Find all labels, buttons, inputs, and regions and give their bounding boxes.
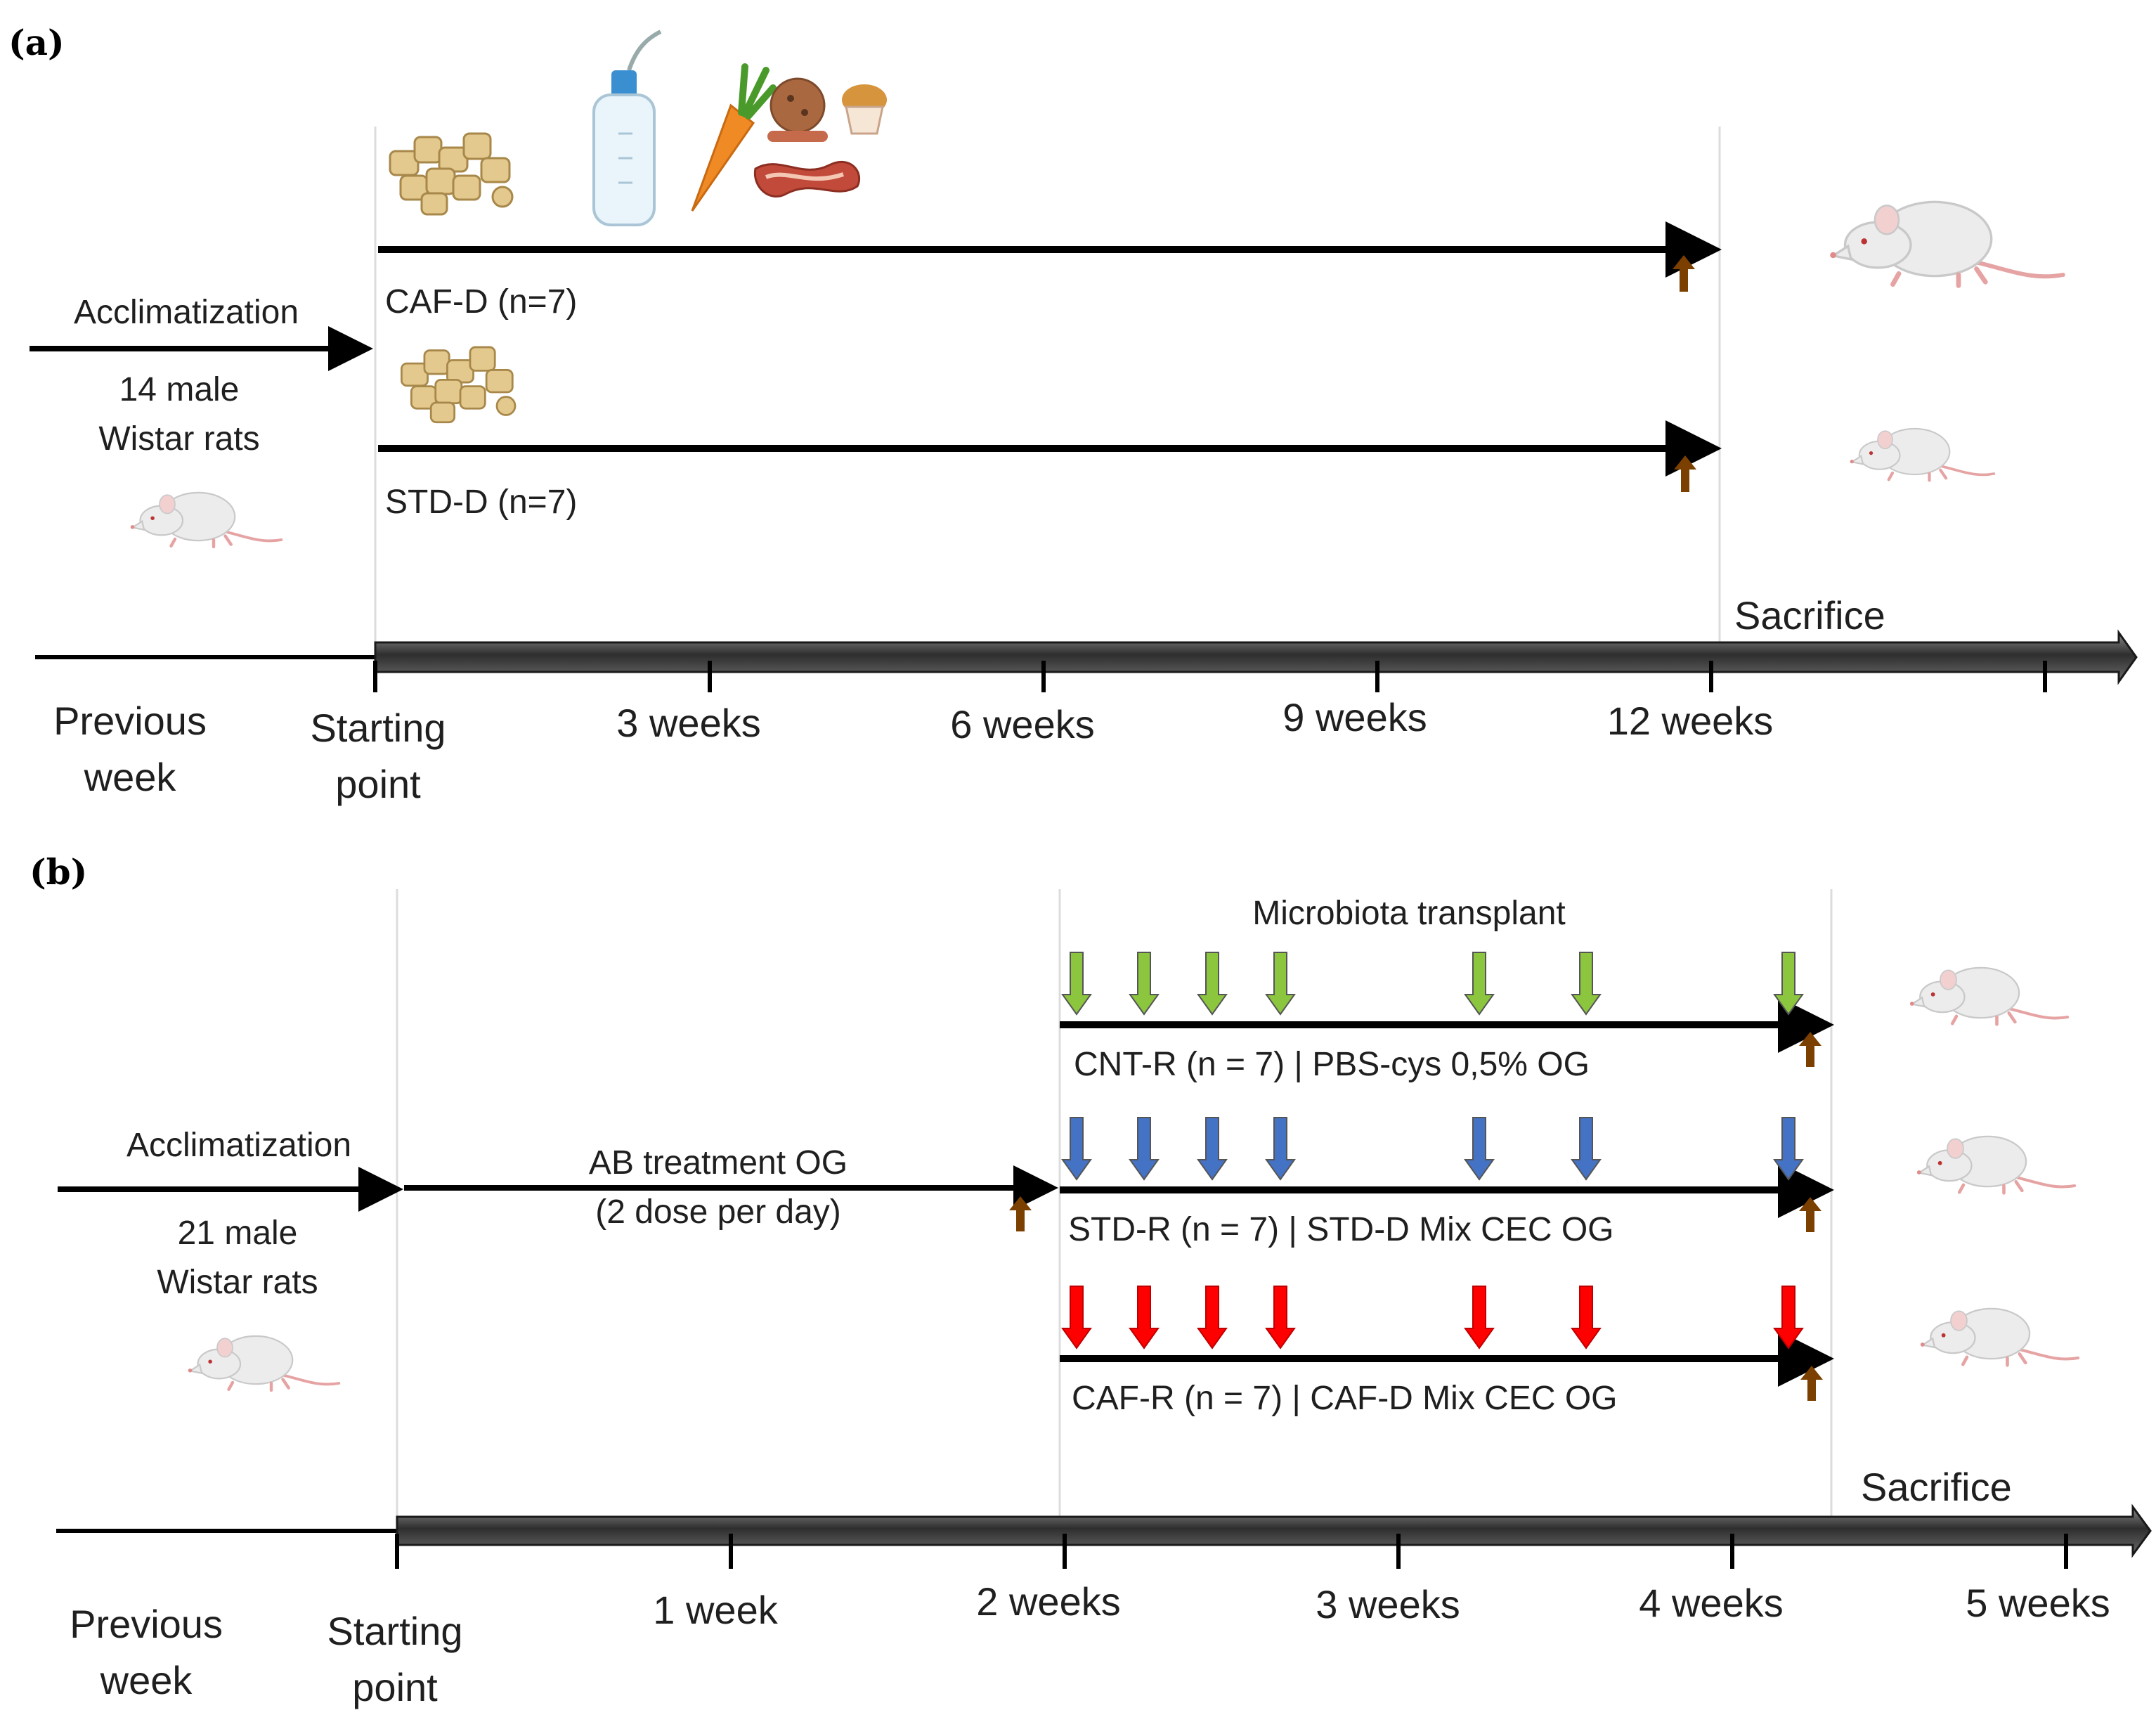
acclimatization-label: Acclimatization [126, 1127, 351, 1164]
tick-label: 5 weeks [1966, 1581, 2110, 1625]
tick-label: point [352, 1665, 438, 1709]
pellet-food-icon [389, 132, 514, 216]
rat-icon [131, 493, 282, 547]
brown-arrow-icon [1800, 1366, 1823, 1401]
rat-icon [1917, 1137, 2074, 1193]
tick-label: Previous [53, 699, 207, 743]
red-arrow-icon [1571, 1286, 1602, 1350]
ab-treatment-label: AB treatment OG [589, 1144, 848, 1182]
tick-label: 3 weeks [616, 701, 760, 745]
blue-arrow-icon [1197, 1117, 1228, 1181]
caf-r-label: CAF-R (n = 7) | CAF-D Mix CEC OG [1072, 1380, 1618, 1417]
rat-icon [188, 1336, 339, 1390]
green-arrow-icon [1265, 952, 1296, 1016]
brown-arrow-icon [1009, 1196, 1032, 1231]
animals-strain-label: Wistar rats [98, 420, 259, 458]
sacrifice-label: Sacrifice [1861, 1465, 2012, 1509]
tick-label: 9 weeks [1282, 695, 1427, 739]
carrot-icon [691, 63, 777, 212]
tick-label: Starting [327, 1609, 463, 1653]
blue-arrow-icon [1061, 1117, 1092, 1181]
animals-count-label: 14 male [119, 371, 240, 408]
muffin-icon [842, 84, 887, 135]
red-arrow-icon [1129, 1286, 1160, 1350]
red-arrow-icon [1197, 1286, 1228, 1350]
blue-arrow-icon [1129, 1117, 1160, 1181]
rat-icon [1910, 968, 2067, 1025]
brown-arrow-icon [1674, 455, 1696, 492]
green-arrow-icon [1129, 952, 1160, 1016]
cnt-r-label: CNT-R (n = 7) | PBS-cys 0,5% OG [1074, 1046, 1590, 1083]
blue-arrow-icon [1571, 1117, 1602, 1181]
green-arrow-icon [1061, 952, 1092, 1016]
acclimatization-label: Acclimatization [74, 294, 299, 331]
animals-strain-label: Wistar rats [157, 1264, 318, 1301]
red-arrow-icon [1773, 1286, 1804, 1350]
blue-arrow-icon [1464, 1117, 1495, 1181]
brown-arrow-icon [1799, 1032, 1821, 1067]
tick-label: Previous [70, 1602, 223, 1646]
tick-label: Starting [311, 706, 446, 750]
ab-dose-label: (2 dose per day) [595, 1193, 841, 1231]
rat-icon [1850, 429, 1994, 481]
bacon-icon [753, 160, 861, 198]
timeline-arrow [374, 629, 2138, 685]
pellet-food-icon [401, 346, 517, 424]
tick-label: 4 weeks [1639, 1581, 1783, 1625]
tick-label: 12 weeks [1607, 699, 1774, 743]
tick-label: 3 weeks [1316, 1582, 1460, 1626]
panel-b-label: (b) [30, 851, 87, 893]
blue-arrow-icon [1265, 1117, 1296, 1181]
water-bottle-icon [592, 30, 662, 226]
timeline-arrow [396, 1503, 2152, 1558]
green-arrow-icon [1571, 952, 1602, 1016]
red-arrow-icon [1061, 1286, 1092, 1350]
transplant-label: Microbiota transplant [1252, 895, 1566, 932]
tick-label: week [84, 755, 177, 799]
std-r-label: STD-R (n = 7) | STD-D Mix CEC OG [1068, 1211, 1614, 1248]
brown-arrow-icon [1673, 255, 1695, 292]
tick-label: week [100, 1658, 193, 1702]
caf-d-label: CAF-D (n=7) [385, 283, 577, 321]
tick-label: 1 week [653, 1588, 778, 1632]
green-arrow-icon [1197, 952, 1228, 1016]
sacrifice-label: Sacrifice [1734, 593, 1885, 638]
tick-label: point [335, 762, 421, 806]
timeline-ticks [373, 661, 2047, 692]
dose-arrows [1061, 952, 1804, 1350]
cookie-icon [767, 77, 828, 142]
green-arrow-icon [1773, 952, 1804, 1016]
animals-count-label: 21 male [178, 1215, 298, 1252]
tick-label: 2 weeks [976, 1579, 1120, 1624]
tick-label: 6 weeks [950, 702, 1094, 746]
red-arrow-icon [1265, 1286, 1296, 1350]
rat-icon [1830, 202, 2063, 285]
green-arrow-icon [1464, 952, 1495, 1016]
rat-icon [1921, 1309, 2078, 1366]
brown-arrow-icon [1799, 1197, 1821, 1232]
timeline-ticks [395, 1534, 2068, 1569]
std-d-label: STD-D (n=7) [385, 484, 577, 521]
red-arrow-icon [1464, 1286, 1495, 1350]
panel-a-label: (a) [8, 22, 65, 63]
blue-arrow-icon [1773, 1117, 1804, 1181]
